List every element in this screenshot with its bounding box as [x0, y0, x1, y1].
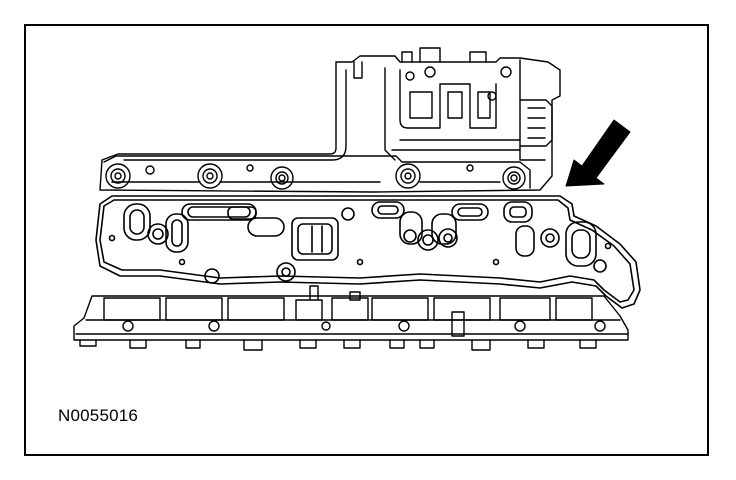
flange-bolt-bosses	[105, 163, 526, 190]
callout-arrow	[565, 119, 631, 187]
separator-gasket	[95, 195, 641, 309]
lower-valve-body	[73, 285, 629, 351]
figure-id-label: N0055016	[58, 406, 139, 425]
upper-housing	[99, 47, 561, 193]
